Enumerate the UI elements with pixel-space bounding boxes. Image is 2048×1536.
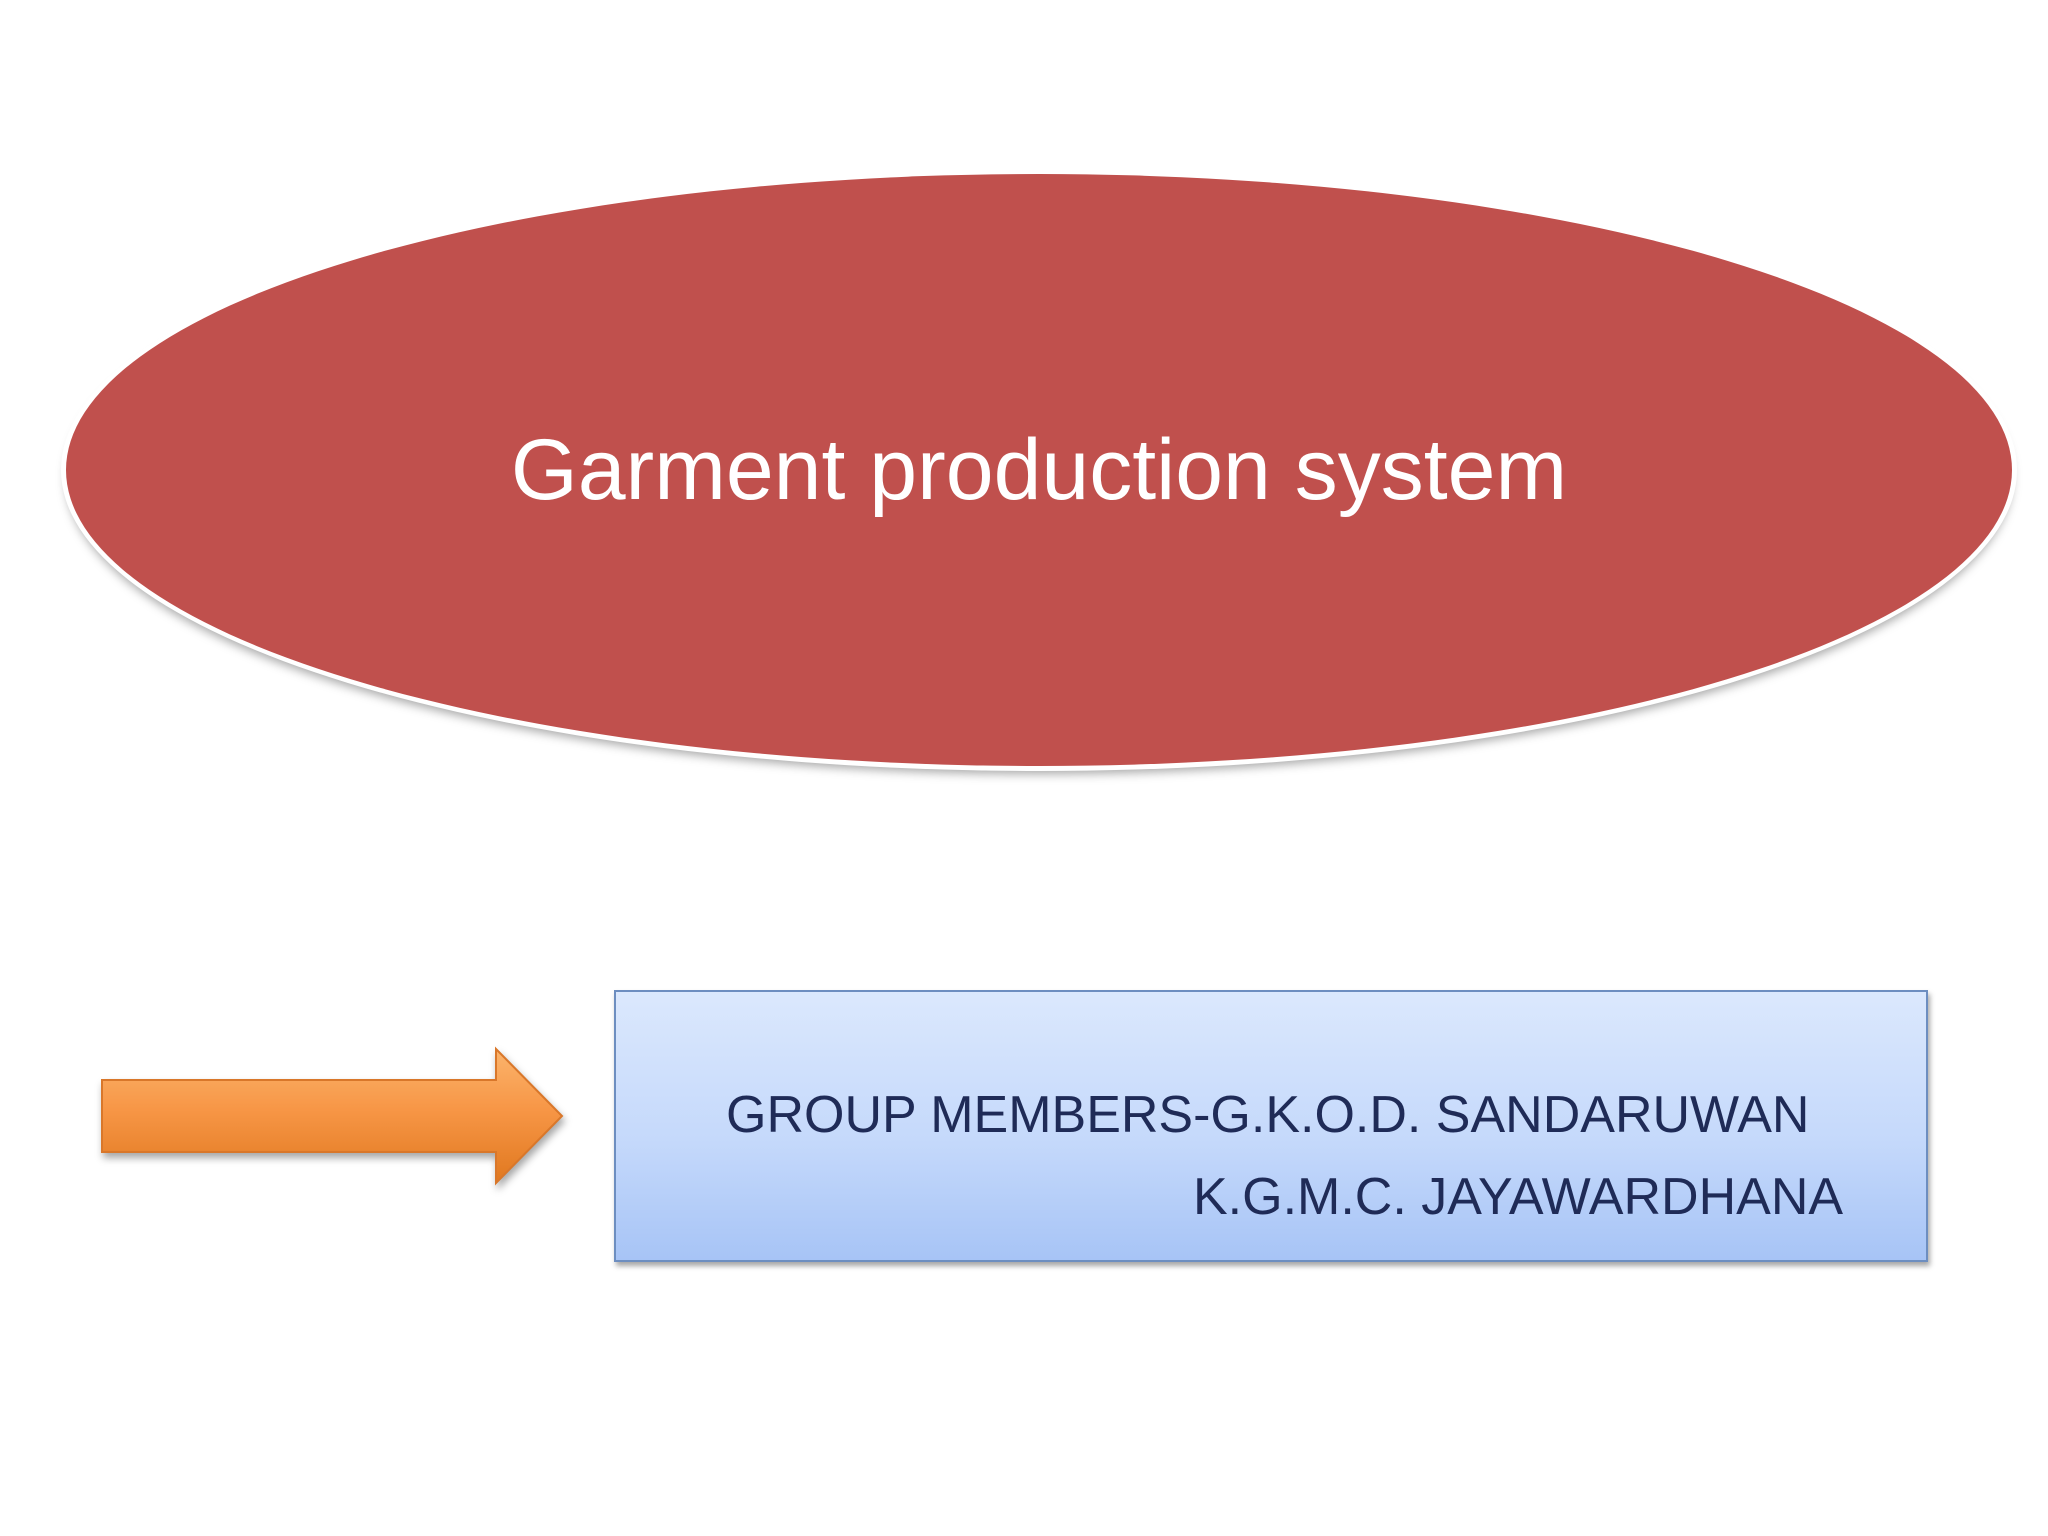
right-arrow-icon [101,1046,564,1186]
slide-title: Garment production system [510,422,1568,518]
title-ellipse [66,174,2012,766]
group-members-box [614,990,1928,1262]
group-members-line-1: GROUP MEMBERS-G.K.O.D. SANDARUWAN [726,1086,1810,1144]
group-members-line-2: K.G.M.C. JAYAWARDHANA [1193,1168,1844,1226]
